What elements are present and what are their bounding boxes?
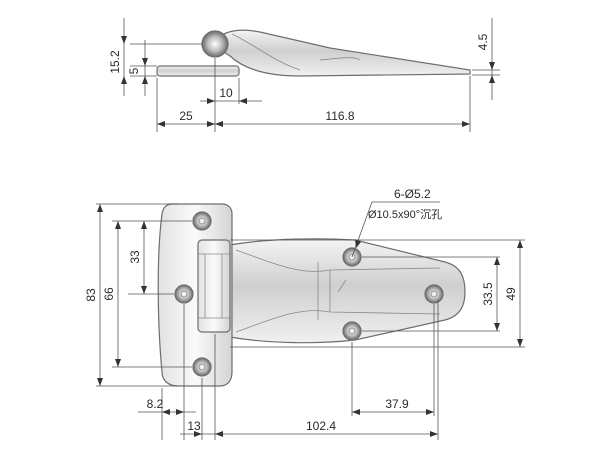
- top-leaf: [229, 238, 466, 344]
- side-leaf: [211, 29, 471, 77]
- screw-leaf-tip: [424, 284, 444, 304]
- dim-side-knuckle-offset: 10: [219, 86, 233, 100]
- dim-overall-length: 102.4: [306, 419, 336, 433]
- dim-leaf-width: 49: [504, 287, 518, 301]
- dim-base-half-span: 33: [128, 250, 142, 264]
- top-view: 6-Ø5.2 Ø10.5x90°沉孔 83 66 33: [84, 187, 525, 440]
- side-view: 15.2 5 4.5 10 25 116.8: [108, 18, 500, 132]
- screw-leaf-bottom: [342, 321, 362, 341]
- dim-base-hole-span: 66: [102, 287, 116, 301]
- dim-leaf-hole-span: 33.5: [481, 282, 495, 306]
- dim-side-height: 15.2: [108, 50, 122, 74]
- dim-left-offset: 8.2: [147, 397, 164, 411]
- dim-tip-hole-offset: 37.9: [385, 397, 409, 411]
- dim-side-tip-thickness: 4.5: [476, 33, 490, 50]
- hole-spec-count: 6-Ø5.2: [394, 187, 431, 201]
- screw-base-bottom: [192, 357, 212, 377]
- side-base-plate: [156, 65, 240, 77]
- hole-spec-countersink: Ø10.5x90°沉孔: [368, 208, 442, 221]
- dim-side-base-thickness: 5: [127, 67, 141, 74]
- dim-side-leaf-length: 116.8: [325, 109, 354, 123]
- dim-side-base-length: 25: [179, 109, 193, 123]
- side-knuckle: [201, 30, 229, 58]
- dim-hinge-offset: 13: [187, 419, 201, 433]
- screw-base-mid: [174, 284, 194, 304]
- screw-base-top: [192, 211, 212, 231]
- dim-overall-height: 83: [84, 288, 98, 302]
